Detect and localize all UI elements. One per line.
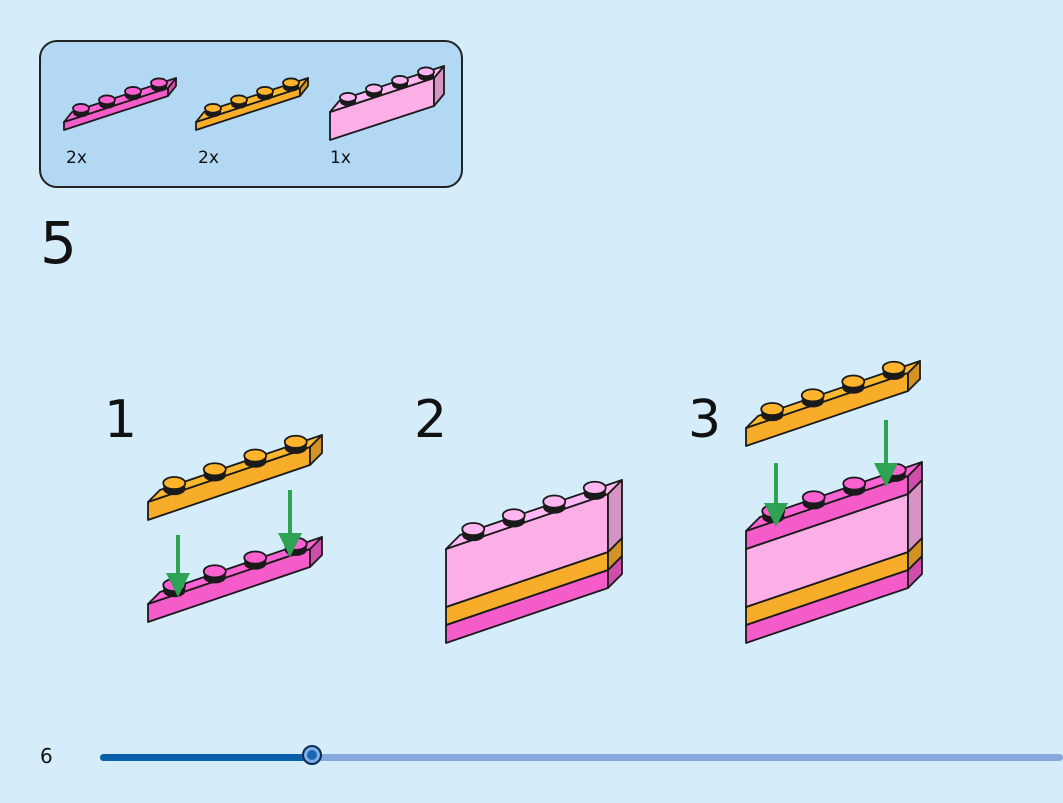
page-number: 6 <box>40 744 53 768</box>
substep-number-2: 2 <box>414 390 448 450</box>
progress-knob[interactable] <box>301 745 322 765</box>
part-qty-3: 1x <box>330 148 351 168</box>
substep-number-3: 3 <box>688 390 722 450</box>
callout-lightpink-brick-top <box>329 65 445 113</box>
part-qty-1: 2x <box>66 148 87 168</box>
progress-track[interactable] <box>100 754 1063 761</box>
substep-number-1: 1 <box>104 390 138 450</box>
step-number: 5 <box>40 209 77 277</box>
part-qty-2: 2x <box>198 148 219 168</box>
progress-fill <box>100 754 312 761</box>
